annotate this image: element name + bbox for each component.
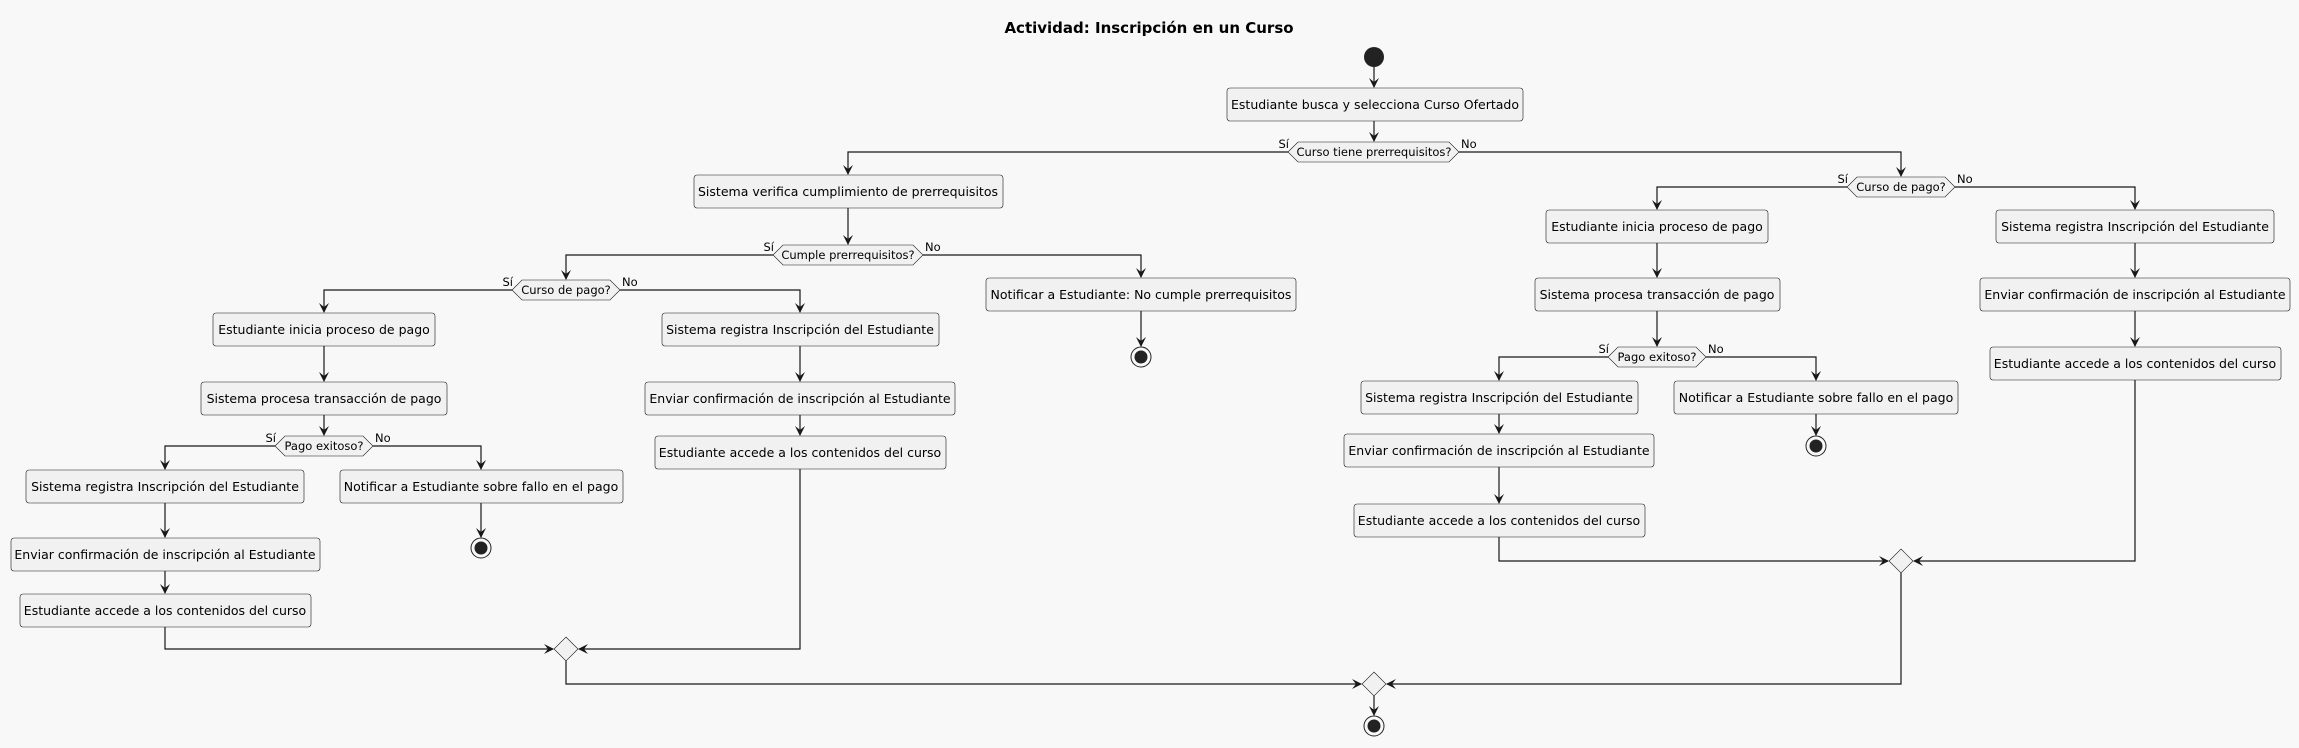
activity-label: Sistema registra Inscripción del Estudia… (31, 479, 299, 494)
activity-send-confirmation: Enviar confirmación de inscripción al Es… (1343, 433, 1655, 468)
activity-label: Notificar a Estudiante sobre fallo en el… (344, 479, 618, 494)
activity-access-content: Estudiante accede a los contenidos del c… (19, 593, 312, 628)
merge-node (1361, 671, 1387, 697)
activity-label: Estudiante inicia proceso de pago (218, 322, 430, 337)
decision-label: Curso de pago? (1856, 180, 1946, 194)
decision-has-prerequisites: Curso tiene prerrequisitos? (1287, 141, 1460, 163)
activity-access-content: Estudiante accede a los contenidos del c… (1353, 503, 1646, 538)
activity-label: Sistema registra Inscripción del Estudia… (2001, 219, 2269, 234)
branch-label-no: No (622, 275, 638, 289)
activity-register-enrollment: Sistema registra Inscripción del Estudia… (1995, 209, 2275, 244)
activity-label: Sistema registra Inscripción del Estudia… (666, 322, 934, 337)
branch-label-no: No (1461, 137, 1477, 151)
stop-node (470, 537, 492, 559)
activity-send-confirmation: Enviar confirmación de inscripción al Es… (1979, 277, 2291, 312)
decision-payment-success: Pago exitoso? (274, 435, 374, 457)
flow-edges (160, 67, 2140, 716)
activity-start-payment: Estudiante inicia proceso de pago (212, 312, 436, 347)
flow-arrow (578, 469, 801, 654)
decision-label: Pago exitoso? (1617, 350, 1696, 364)
activity-select-course: Estudiante busca y selecciona Curso Ofer… (1226, 87, 1524, 122)
flow-arrow (620, 289, 805, 313)
decision-meets-prerequisites: Cumple prerrequisitos? (772, 244, 924, 266)
activity-label: Estudiante accede a los contenidos del c… (24, 603, 306, 618)
merge-node (553, 636, 579, 662)
branch-label-yes: Sí (1599, 342, 1610, 356)
activity-register-enrollment: Sistema registra Inscripción del Estudia… (1360, 380, 1639, 415)
flow-arrow (1494, 356, 1608, 381)
activity-label: Estudiante accede a los contenidos del c… (1994, 356, 2276, 371)
activity-verify-prerequisites: Sistema verifica cumplimiento de prerreq… (693, 174, 1004, 209)
merge-node (1888, 548, 1914, 574)
activity-label: Estudiante accede a los contenidos del c… (1358, 513, 1640, 528)
activity-register-enrollment: Sistema registra Inscripción del Estudia… (661, 312, 940, 347)
branch-label-yes: Sí (503, 275, 514, 289)
branch-label-no: No (1708, 342, 1724, 356)
flow-arrow (565, 661, 1362, 689)
flow-arrow (373, 445, 486, 470)
activity-process-payment: Sistema procesa transacción de pago (1534, 277, 1781, 312)
activity-send-confirmation: Enviar confirmación de inscripción al Es… (644, 381, 956, 416)
stop-node (1805, 435, 1827, 457)
decision-label: Curso de pago? (521, 283, 611, 297)
activity-label: Sistema procesa transacción de pago (1540, 287, 1775, 302)
activity-label: Enviar confirmación de inscripción al Es… (649, 391, 950, 406)
activity-access-content: Estudiante accede a los contenidos del c… (1989, 346, 2282, 381)
stop-node (1363, 715, 1385, 737)
activity-send-confirmation: Enviar confirmación de inscripción al Es… (10, 537, 321, 572)
activity-label: Sistema procesa transacción de pago (207, 391, 442, 406)
flow-arrow (164, 627, 554, 654)
flow-arrow (561, 254, 773, 280)
activity-label: Enviar confirmación de inscripción al Es… (1984, 287, 2285, 302)
activity-process-payment: Sistema procesa transacción de pago (200, 381, 448, 416)
flow-arrow (319, 289, 512, 313)
decision-paid-course: Curso de pago? (1846, 176, 1956, 198)
activity-label: Estudiante inicia proceso de pago (1551, 219, 1763, 234)
flow-arrow (1706, 356, 1821, 381)
branch-label-no: No (1957, 172, 1973, 186)
activity-label: Enviar confirmación de inscripción al Es… (14, 547, 315, 562)
decision-label: Cumple prerrequisitos? (781, 248, 914, 262)
activity-label: Estudiante busca y selecciona Curso Ofer… (1231, 97, 1519, 112)
branch-label-yes: Sí (266, 431, 277, 445)
flow-arrow (1386, 573, 1902, 689)
branch-label-yes: Sí (764, 240, 775, 254)
activity-label: Estudiante accede a los contenidos del c… (659, 445, 941, 460)
flow-arrow (1913, 380, 2136, 566)
branch-label-yes: Sí (1838, 172, 1849, 186)
diagram-title: Actividad: Inscripción en un Curso (1004, 19, 1293, 37)
flow-arrow (1498, 537, 1889, 566)
flow-arrow (1652, 186, 1847, 210)
activity-label: Notificar a Estudiante: No cumple prerre… (991, 287, 1292, 302)
activity-notify-payment-failure: Notificar a Estudiante sobre fallo en el… (339, 469, 624, 504)
activity-notify-payment-failure: Notificar a Estudiante sobre fallo en el… (1673, 380, 1959, 415)
decision-paid-course: Curso de pago? (511, 279, 621, 301)
decision-payment-success: Pago exitoso? (1607, 346, 1707, 368)
flow-arrow (160, 445, 275, 470)
activity-notify-prerequisites: Notificar a Estudiante: No cumple prerre… (985, 277, 1297, 312)
flow-arrow (843, 151, 1288, 175)
start-node (1364, 47, 1384, 67)
activity-label: Notificar a Estudiante sobre fallo en el… (1679, 390, 1953, 405)
flow-arrow (1955, 186, 2140, 210)
branch-label-yes: Sí (1279, 137, 1290, 151)
activity-access-content: Estudiante accede a los contenidos del c… (654, 435, 947, 470)
decision-label: Pago exitoso? (284, 439, 363, 453)
branch-label-no: No (925, 240, 941, 254)
activity-start-payment: Estudiante inicia proceso de pago (1545, 209, 1769, 244)
flow-arrow (1459, 151, 1906, 177)
flow-arrow (923, 254, 1146, 278)
activity-register-enrollment: Sistema registra Inscripción del Estudia… (25, 469, 305, 504)
branch-label-no: No (375, 431, 391, 445)
decision-label: Curso tiene prerrequisitos? (1296, 145, 1451, 159)
activity-label: Enviar confirmación de inscripción al Es… (1348, 443, 1649, 458)
activity-label: Sistema verifica cumplimiento de prerreq… (698, 184, 998, 199)
activity-label: Sistema registra Inscripción del Estudia… (1365, 390, 1633, 405)
stop-node (1130, 346, 1152, 368)
